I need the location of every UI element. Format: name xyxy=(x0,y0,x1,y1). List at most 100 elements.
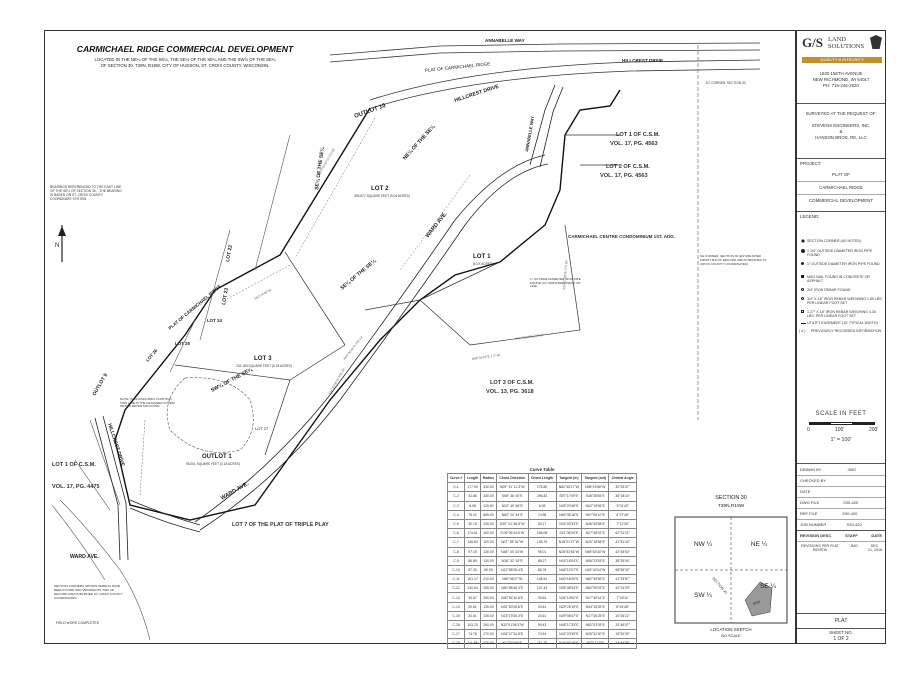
legend-item-8: UTILITY EASEMENT (10' TYPICAL WIDTH) xyxy=(807,321,878,325)
table-cell: S 06°05'44.6"W xyxy=(495,528,529,539)
checked-by-label: CHECKED BY xyxy=(800,478,827,483)
table-cell: 31.86 xyxy=(464,491,481,502)
table-cell: 115.00 xyxy=(479,500,497,511)
company-logo: G/S LAND SOLUTIONS QUALITY & INTEGRITY xyxy=(800,33,884,67)
table-cell: N16°42'04"W xyxy=(581,564,610,576)
tb-divider xyxy=(797,194,885,195)
table-cell: 6.08 xyxy=(527,500,557,511)
table-cell: 296.82 xyxy=(527,491,557,502)
svg-text:S60°14'40"W: S60°14'40"W xyxy=(254,288,272,301)
table-cell: 97.15 xyxy=(464,546,481,557)
date-label: DATE xyxy=(800,489,811,494)
lot3-csm: LOT 3 OF C.S.M. xyxy=(490,380,534,386)
table-cell: S58° 36' 40"E xyxy=(495,491,529,502)
lot7-triple-play: LOT 7 OF THE PLAT OF TRIPLE PLAY xyxy=(232,522,329,528)
ref-file-value: S30-420 xyxy=(842,511,858,516)
table-cell: C-13 xyxy=(446,592,466,603)
table-cell: 15°52'09" xyxy=(608,629,637,640)
tb-divider xyxy=(797,103,885,104)
annabelle-way-label: ANNABELLE WAY xyxy=(485,38,525,43)
request-3: & xyxy=(839,129,843,134)
hillcrest-drive-road-label: HILLCREST DRIVE xyxy=(454,84,500,104)
pond-note: NOTE: INDICATES 888.0 CONTOUR. THIS LINE… xyxy=(120,398,175,409)
outlot-1-area: 95,061 SQUARE FEET (2.18 ACRES) xyxy=(186,462,240,466)
ward-ave-left-label: WARD AVE. xyxy=(70,554,99,560)
tb-divider xyxy=(797,181,885,182)
pond-contour xyxy=(166,377,254,453)
table-cell: N56°23'53"E xyxy=(581,555,610,566)
table-cell: N27°30'41"E xyxy=(581,592,610,603)
table-cell: 7°43'11" xyxy=(608,592,637,603)
adjacent-lines-left xyxy=(51,134,291,641)
svg-text:N54°30'46"E 295.14': N54°30'46"E 295.14' xyxy=(343,335,364,361)
table-cell: N69°53'40"W xyxy=(581,546,610,557)
table-cell: N27°48'02"E xyxy=(581,528,610,539)
table-cell: 8°44'48" xyxy=(608,601,637,612)
lot1-csm-top: LOT 1 OF C.S.M. xyxy=(616,132,660,138)
table-cell: 330.00 xyxy=(479,482,497,493)
table-cell: 330.00 xyxy=(479,491,497,502)
rebar-found-icon xyxy=(801,288,804,291)
table-cell: N34°27'34.8"E xyxy=(495,629,529,640)
table-cell: 135.76 xyxy=(527,537,557,548)
table-cell: N07° 55' 52"W xyxy=(495,537,529,548)
table-cell: C-16 xyxy=(446,619,466,631)
table-cell: S41°36'34"E xyxy=(555,528,583,539)
table-cell: 87.33 xyxy=(464,564,481,576)
legend-paren-symbol: ( # ) xyxy=(799,329,806,333)
outlot-1-label: OUTLOT 1 xyxy=(202,454,232,460)
tb-divider xyxy=(797,628,885,629)
easement-line-icon xyxy=(801,323,806,324)
table-cell: C-12 xyxy=(446,583,466,594)
table-cell: 33.64 xyxy=(527,592,557,603)
table-cell: C-4 xyxy=(446,509,466,520)
table-cell: 41°25'57" xyxy=(608,574,637,585)
tb-divider xyxy=(797,508,885,509)
annabelle-way-road xyxy=(329,42,761,63)
curve-table-col-3: Chord Direction xyxy=(495,472,529,484)
lot1-csm-top-vol: VOL. 17, PG. 4563 xyxy=(610,141,658,147)
table-cell: 24.61 xyxy=(464,610,481,622)
ref-file-row: REF FILE S30-420 xyxy=(800,511,882,516)
curve-table-title: Curve Table xyxy=(529,467,555,472)
tb-divider xyxy=(797,613,885,614)
lot-24-label: LOT 24 xyxy=(207,318,222,323)
curve-table-col-7: Central Angle xyxy=(608,472,637,484)
table-cell: C-15 xyxy=(446,610,466,622)
lot-25-label: LOT 25 xyxy=(175,341,190,346)
table-cell: 30.17 xyxy=(527,518,557,530)
logo-initials: G/S xyxy=(802,35,823,50)
table-cell: 175.80 xyxy=(527,482,557,493)
table-cell: 137.43 xyxy=(527,583,557,594)
tb-divider xyxy=(797,158,885,159)
legend-item-3: 1" OUTSIDE DIAMETER IRON PIPE FOUND xyxy=(807,262,880,266)
table-cell: 250.00 xyxy=(479,592,497,603)
table-cell: 6°27'46" xyxy=(608,509,637,520)
table-cell: 270.00 xyxy=(479,629,497,640)
lot2-csm: LOT 2 OF C.S.M. xyxy=(606,164,650,170)
section-corner-icon xyxy=(801,239,805,243)
iron-pipe-note: 1" OUTSIDE DIAMETER IRON PIPE FOUND 0.6'… xyxy=(530,278,581,289)
table-cell: 140.64 xyxy=(464,583,481,594)
lot-3-label: LOT 3 xyxy=(254,355,272,362)
table-cell: 74.98 xyxy=(527,509,557,520)
table-cell: N31°50'28.8"E xyxy=(495,601,529,612)
svg-text:N88°04'26"E 177.40': N88°04'26"E 177.40' xyxy=(472,353,502,361)
table-cell: N12°03'46"E xyxy=(495,638,529,649)
table-cell: N34°13'52"E xyxy=(555,592,583,603)
tb-divider xyxy=(797,519,885,520)
table-cell: N39°48'34"E xyxy=(555,583,583,594)
table-cell: 86.89 xyxy=(464,555,481,566)
ref-file-label: REF FILE xyxy=(800,511,818,516)
table-cell: N09° 31' 11.3"W xyxy=(495,482,529,493)
tb-divider xyxy=(797,463,885,464)
revision-desc-label: REVISION DESC xyxy=(800,533,832,538)
scale-title: SCALE IN FEET xyxy=(815,411,867,417)
